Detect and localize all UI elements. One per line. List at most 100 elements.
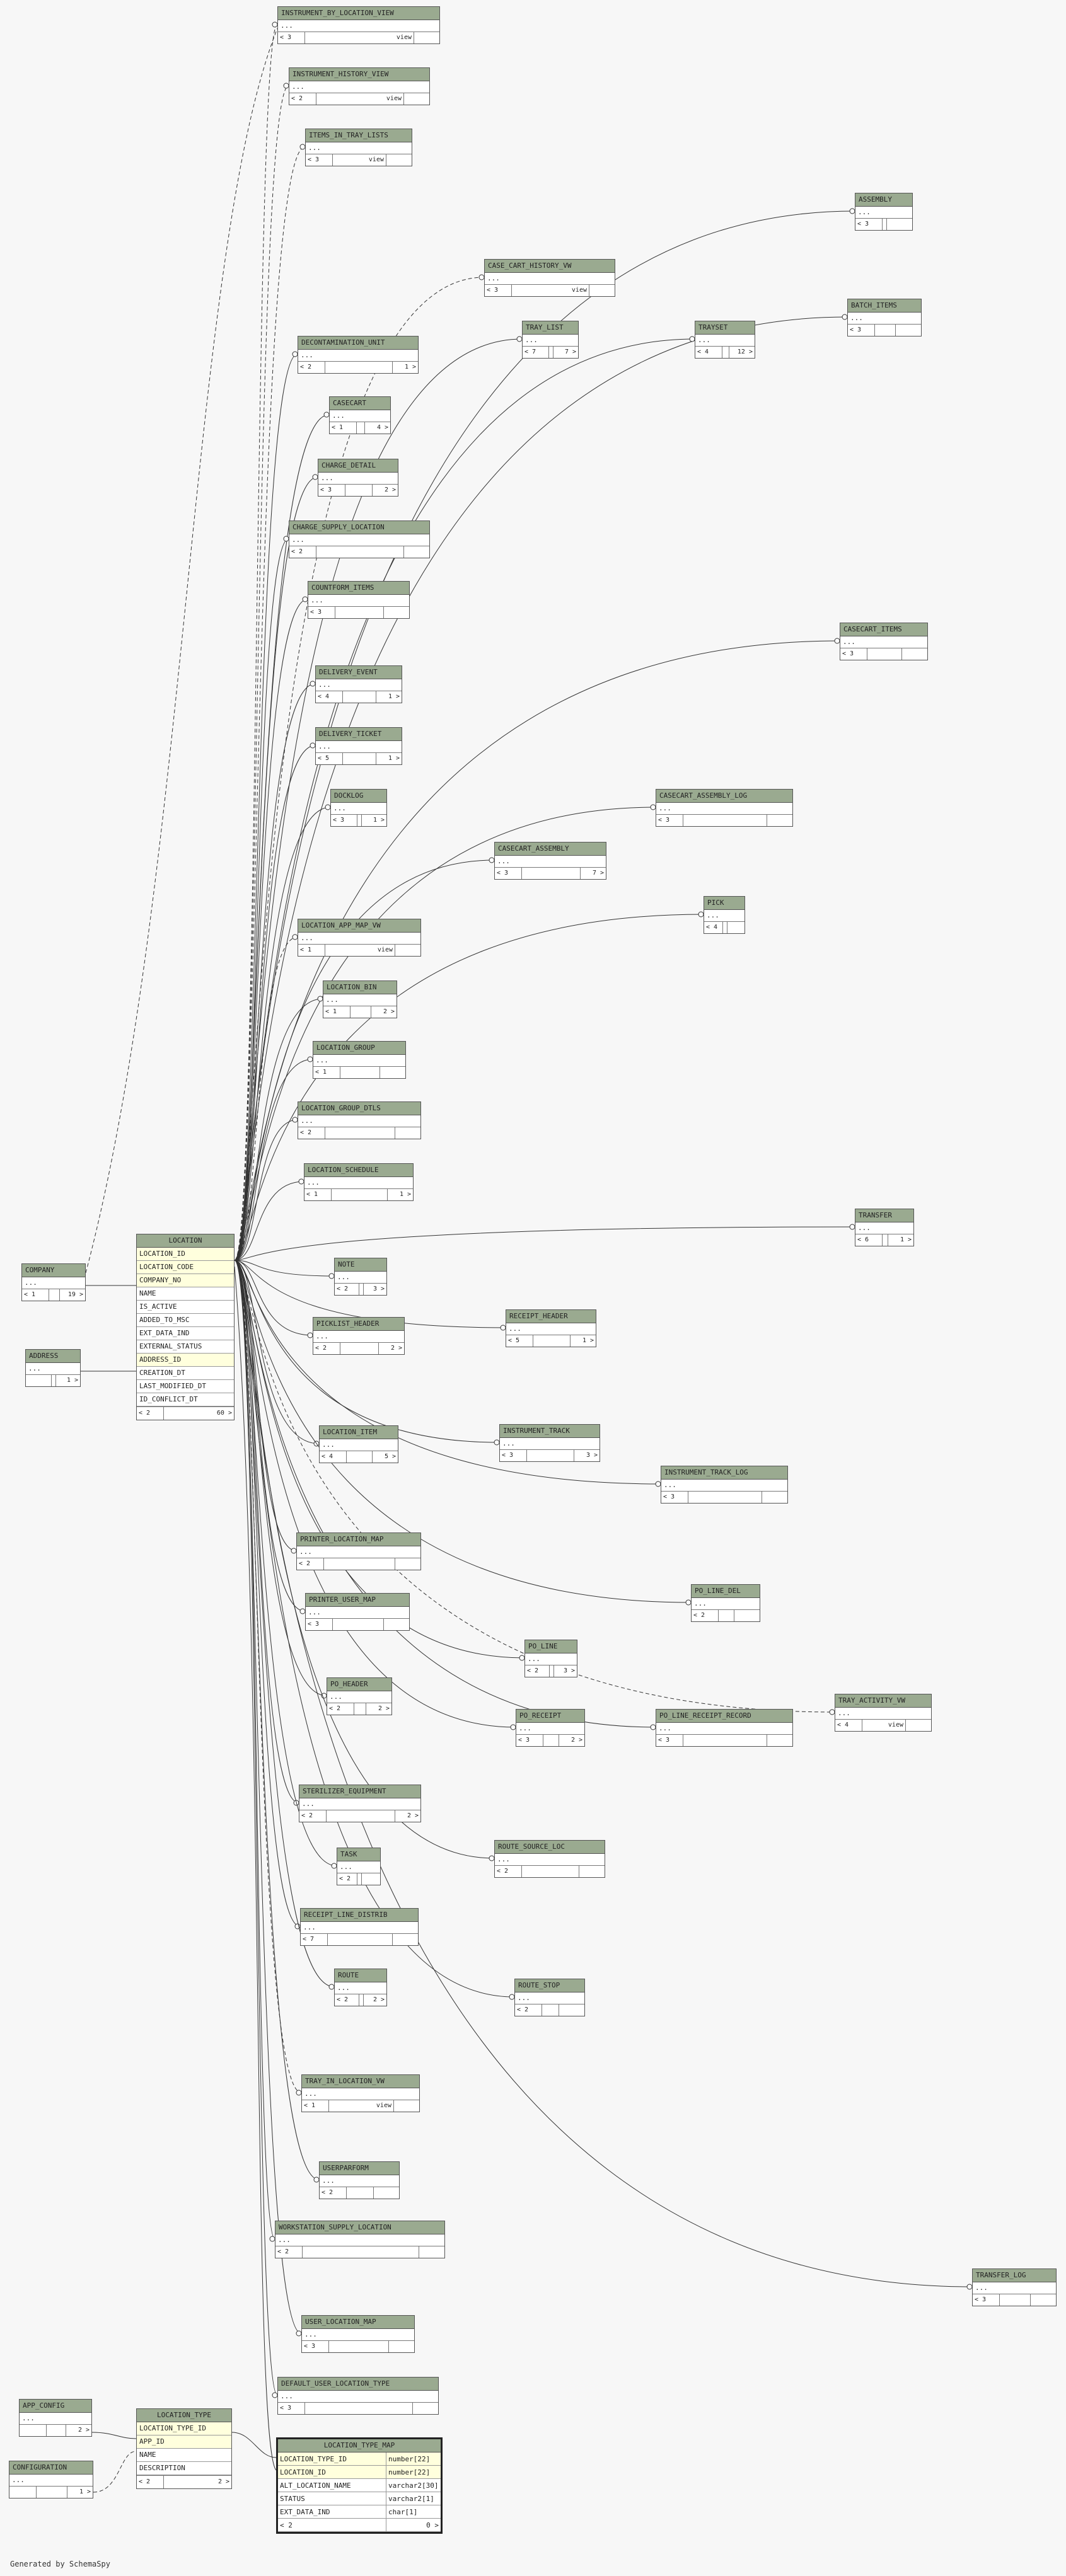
- entity-columns-collapsed: ...: [695, 335, 755, 347]
- entity-kind: [52, 1375, 56, 1386]
- entity-kind: [329, 2341, 389, 2352]
- entity-task[interactable]: TASK...< 2: [337, 1848, 381, 1885]
- entity-footer: < 2: [298, 1127, 420, 1139]
- entity-po-line-receipt-record[interactable]: PO_LINE_RECEIPT_RECORD...< 3: [656, 1709, 793, 1747]
- entity-transfer-log[interactable]: TRANSFER_LOG...< 3: [972, 2268, 1057, 2306]
- entity-instrument-track-log[interactable]: INSTRUMENT_TRACK_LOG...< 3: [661, 1466, 788, 1504]
- entity-casecart-assembly-log[interactable]: CASECART_ASSEMBLY_LOG...< 3: [656, 789, 793, 827]
- entity-route-stop[interactable]: ROUTE_STOP...< 2: [514, 1979, 585, 2016]
- entity-child-count: 2 >: [390, 1345, 402, 1352]
- entity-kind: [37, 2487, 67, 2498]
- entity-location[interactable]: LOCATION LOCATION_ID LOCATION_CODE COMPA…: [136, 1234, 235, 1420]
- cardinality-marker: [489, 1855, 495, 1861]
- entity-route-source-loc[interactable]: ROUTE_SOURCE_LOC...< 2: [494, 1840, 605, 1878]
- entity-parent-count: < 2: [298, 362, 325, 373]
- entity-countform-items[interactable]: COUNTFORM_ITEMS...< 3: [308, 581, 410, 619]
- entity-location-group-dtls[interactable]: LOCATION_GROUP_DTLS...< 2: [298, 1101, 421, 1139]
- cardinality-marker: [331, 1863, 337, 1869]
- entity-location-group[interactable]: LOCATION_GROUP...< 1: [313, 1041, 406, 1079]
- entity-parent-count: [26, 1375, 52, 1386]
- entity-pick[interactable]: PICK...< 4: [704, 896, 745, 934]
- relationship-line: [234, 1260, 661, 1485]
- entity-kind: [522, 868, 581, 879]
- entity-configuration[interactable]: CONFIGURATION...1 >: [9, 2461, 93, 2498]
- entity-kind: [683, 815, 767, 826]
- entity-batch-items[interactable]: BATCH_ITEMS...< 3: [847, 299, 922, 336]
- entity-printer-location-map[interactable]: PRINTER_LOCATION_MAP...< 2: [296, 1532, 421, 1570]
- entity-printer-user-map[interactable]: PRINTER_USER_MAP...< 3: [305, 1593, 410, 1631]
- entity-parent-count: < 7: [523, 347, 549, 358]
- entity-kind: [354, 1703, 366, 1715]
- entity-columns-collapsed: ...: [320, 2175, 399, 2187]
- entity-userparform[interactable]: USERPARFORM...< 2: [319, 2161, 400, 2199]
- entity-address[interactable]: ADDRESS...1 >: [25, 1349, 81, 1387]
- entity-columns-collapsed: ...: [656, 1723, 792, 1735]
- entity-default-user-location-type[interactable]: DEFAULT_USER_LOCATION_TYPE...< 3: [277, 2377, 439, 2415]
- entity-casecart-items[interactable]: CASECART_ITEMS...< 3: [840, 623, 928, 660]
- entity-columns-collapsed: ...: [337, 1861, 380, 1873]
- cardinality-marker: [500, 1325, 506, 1331]
- cardinality-marker: [698, 911, 704, 917]
- entity-user-location-map[interactable]: USER_LOCATION_MAP...< 3: [301, 2315, 415, 2353]
- cardinality-marker: [317, 996, 323, 1002]
- entity-columns-collapsed: ...: [525, 1653, 577, 1665]
- entity-po-line-del[interactable]: PO_LINE_DEL...< 2: [691, 1584, 760, 1622]
- entity-assembly[interactable]: ASSEMBLY...< 3: [855, 193, 913, 231]
- entity-child-count: [394, 2100, 419, 2112]
- entity-title: DOCKLOG: [331, 790, 386, 803]
- entity-kind: [357, 422, 365, 434]
- entity-title: PICK: [704, 897, 744, 910]
- entity-kind: [357, 815, 362, 826]
- entity-charge-supply-location[interactable]: CHARGE_SUPPLY_LOCATION...< 2: [289, 520, 430, 558]
- entity-app-config[interactable]: APP_CONFIG...2 >: [19, 2399, 92, 2437]
- relationship-line: [93, 2451, 137, 2493]
- relationship-line: [234, 1181, 304, 1261]
- entity-child-count: [386, 154, 412, 166]
- entity-location-type[interactable]: LOCATION_TYPE LOCATION_TYPE_ID APP_ID NA…: [136, 2408, 232, 2489]
- footer-credit: Generated by SchemaSpy: [10, 2560, 110, 2568]
- relationship-line: [234, 476, 318, 1261]
- ltm-parents: < 2: [278, 2518, 386, 2532]
- entity-kind: [883, 219, 887, 230]
- entity-workstation-supply-location[interactable]: WORKSTATION_SUPPLY_LOCATION...< 2: [275, 2221, 445, 2258]
- relationship-line: [234, 1226, 855, 1261]
- entity-child-count: 2 >: [78, 2427, 90, 2434]
- entity-child-count: [380, 1067, 405, 1078]
- entity-receipt-line-distrib[interactable]: RECEIPT_LINE_DISTRIB...< 7: [300, 1908, 419, 1946]
- entity-columns-collapsed: ...: [306, 1607, 409, 1619]
